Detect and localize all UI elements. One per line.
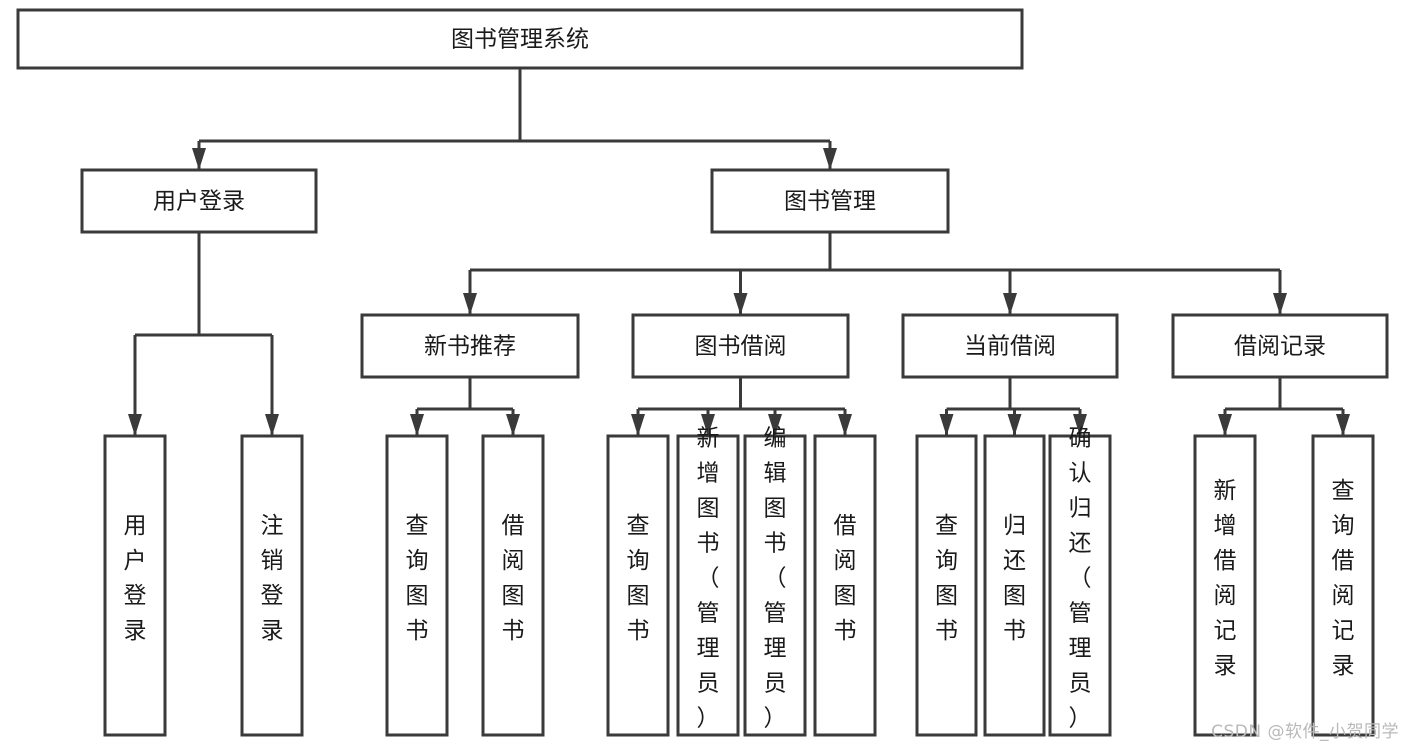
node-current-borrow[interactable]: 当前借阅	[901, 313, 1119, 379]
node-leaf-query-book-current[interactable]: 查询图书	[915, 434, 978, 737]
arrow-head-icon	[1007, 414, 1022, 436]
node-label-leaf-query-book-recommend: 查询图书	[406, 513, 429, 644]
node-label-leaf-logout: 注销登录	[261, 513, 284, 644]
arrow-head-icon	[1218, 414, 1232, 436]
node-label-leaf-return-book: 归还图书	[1003, 513, 1026, 644]
node-label-leaf-confirm-return-admin: 确认归还（管理员）	[1069, 426, 1092, 732]
edge-group-book-manage-group	[463, 232, 1287, 315]
arrow-head-icon	[631, 414, 645, 436]
edge-group-root	[192, 68, 837, 170]
node-box-leaf-query-book[interactable]	[606, 434, 670, 737]
node-leaf-confirm-return-admin[interactable]: 确认归还（管理员）	[1048, 426, 1112, 737]
arrow-head-icon	[1273, 293, 1287, 315]
arrow-head-icon	[701, 414, 715, 436]
node-label-leaf-add-book-admin: 新增图书（管理员）	[697, 426, 720, 732]
node-box-leaf-edit-book-admin[interactable]	[743, 434, 807, 737]
node-box-current-borrow[interactable]	[901, 313, 1119, 379]
arrow-head-icon	[463, 293, 477, 315]
node-box-leaf-query-book-current[interactable]	[915, 434, 978, 737]
nodes-layer: 图书管理系统用户登录图书管理新书推荐图书借阅当前借阅借阅记录用户登录注销登录查询…	[16, 8, 1389, 737]
node-box-leaf-user-login[interactable]	[103, 434, 167, 737]
node-book-manage-group[interactable]: 图书管理	[710, 168, 950, 234]
node-leaf-borrow-book[interactable]: 借阅图书	[813, 434, 877, 737]
edge-group-new-book-recommend	[410, 377, 520, 436]
node-label-user-login-group: 用户登录	[153, 189, 245, 215]
node-leaf-query-borrow-record[interactable]: 查询借阅记录	[1311, 434, 1375, 737]
node-root[interactable]: 图书管理系统	[16, 8, 1024, 70]
connectors-layer	[128, 68, 1350, 436]
node-box-borrow-record[interactable]	[1171, 313, 1389, 379]
arrow-head-icon	[410, 414, 424, 436]
node-leaf-user-login[interactable]: 用户登录	[103, 434, 167, 737]
arrow-head-icon	[506, 414, 520, 436]
edge-group-book-borrow	[631, 377, 852, 436]
node-new-book-recommend[interactable]: 新书推荐	[360, 313, 580, 379]
node-box-new-book-recommend[interactable]	[360, 313, 580, 379]
node-label-leaf-query-borrow-record: 查询借阅记录	[1332, 478, 1355, 679]
node-box-leaf-borrow-book[interactable]	[813, 434, 877, 737]
node-label-new-book-recommend: 新书推荐	[424, 334, 516, 360]
node-book-borrow[interactable]: 图书借阅	[631, 313, 850, 379]
node-leaf-query-book[interactable]: 查询图书	[606, 434, 670, 737]
node-box-leaf-query-borrow-record[interactable]	[1311, 434, 1375, 737]
node-box-leaf-return-book[interactable]	[983, 434, 1046, 737]
node-box-root[interactable]	[16, 8, 1024, 70]
node-leaf-edit-book-admin[interactable]: 编辑图书（管理员）	[743, 426, 807, 737]
arrow-head-icon	[823, 148, 837, 170]
arrow-head-icon	[733, 293, 748, 315]
node-label-leaf-query-book-current: 查询图书	[935, 513, 958, 644]
node-leaf-add-book-admin[interactable]: 新增图书（管理员）	[676, 426, 740, 737]
node-box-leaf-confirm-return-admin[interactable]	[1048, 434, 1112, 737]
node-borrow-record[interactable]: 借阅记录	[1171, 313, 1389, 379]
node-box-user-login-group[interactable]	[80, 168, 318, 234]
node-box-leaf-add-book-admin[interactable]	[676, 434, 740, 737]
edge-group-borrow-record	[1218, 377, 1350, 436]
node-label-book-borrow: 图书借阅	[695, 334, 787, 360]
arrow-head-icon	[768, 414, 782, 436]
node-leaf-borrow-book-recommend[interactable]: 借阅图书	[481, 434, 545, 737]
node-box-book-borrow[interactable]	[631, 313, 850, 379]
node-box-leaf-add-borrow-record[interactable]	[1193, 434, 1257, 737]
node-label-leaf-edit-book-admin: 编辑图书（管理员）	[764, 426, 787, 732]
node-label-leaf-borrow-book: 借阅图书	[834, 513, 857, 644]
node-leaf-return-book[interactable]: 归还图书	[983, 434, 1046, 737]
node-leaf-query-book-recommend[interactable]: 查询图书	[385, 434, 449, 737]
node-label-leaf-query-book: 查询图书	[627, 513, 650, 644]
arrow-head-icon	[939, 414, 954, 436]
arrow-head-icon	[1073, 414, 1087, 436]
arrow-head-icon	[1336, 414, 1350, 436]
arrow-head-icon	[265, 414, 279, 436]
node-leaf-logout[interactable]: 注销登录	[240, 434, 304, 737]
node-box-book-manage-group[interactable]	[710, 168, 950, 234]
node-box-leaf-logout[interactable]	[240, 434, 304, 737]
node-label-root: 图书管理系统	[451, 27, 589, 53]
edge-group-current-borrow	[939, 377, 1087, 436]
node-label-leaf-borrow-book-recommend: 借阅图书	[502, 513, 525, 644]
arrow-head-icon	[1003, 293, 1017, 315]
arrow-head-icon	[128, 414, 142, 436]
node-label-book-manage-group: 图书管理	[784, 189, 876, 215]
arrow-head-icon	[838, 414, 852, 436]
node-label-leaf-add-borrow-record: 新增借阅记录	[1214, 478, 1237, 679]
node-user-login-group[interactable]: 用户登录	[80, 168, 318, 234]
node-leaf-add-borrow-record[interactable]: 新增借阅记录	[1193, 434, 1257, 737]
node-label-current-borrow: 当前借阅	[964, 334, 1056, 360]
arrow-head-icon	[192, 148, 206, 170]
node-box-leaf-borrow-book-recommend[interactable]	[481, 434, 545, 737]
edge-group-user-login-group	[128, 232, 279, 436]
node-box-leaf-query-book-recommend[interactable]	[385, 434, 449, 737]
node-label-borrow-record: 借阅记录	[1234, 334, 1326, 360]
node-label-leaf-user-login: 用户登录	[124, 513, 147, 644]
